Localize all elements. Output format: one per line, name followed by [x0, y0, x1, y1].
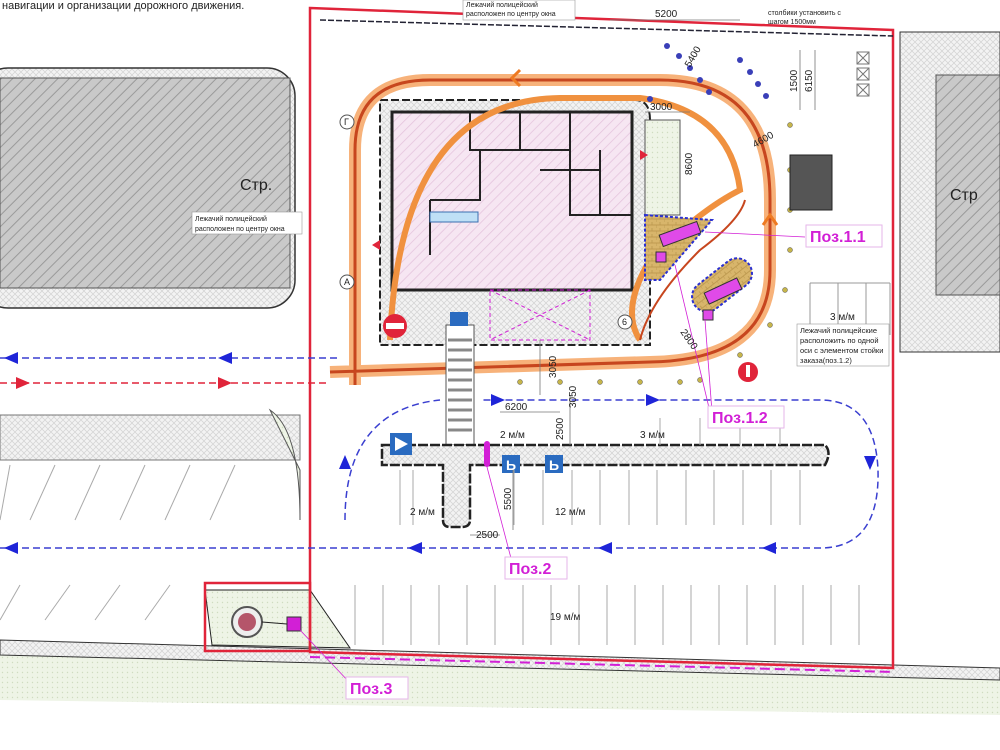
dim-5200: 5200: [655, 9, 678, 20]
parking-count-3-mid: 3 м/м: [640, 430, 665, 441]
axis-a: А: [344, 277, 350, 287]
parking-lines-bottom: [354, 585, 860, 645]
axis-6: 6: [622, 317, 627, 327]
boundary-extension: [203, 581, 312, 653]
svg-text:Поз.3: Поз.3: [350, 681, 392, 698]
svg-text:расположен по центру окна: расположен по центру окна: [466, 11, 556, 18]
pedestrian-crossing: [445, 324, 475, 446]
restaurant-building: [390, 110, 634, 292]
interior-walls: [429, 112, 632, 255]
flow-arrow-icons: [4, 352, 876, 554]
axis-g: Г: [344, 117, 349, 127]
dim-1500: 1500: [789, 69, 800, 92]
right-building-label: Стр: [950, 187, 978, 204]
right-building: [935, 74, 1000, 296]
left-building: [0, 77, 291, 289]
dim-8600: 8600: [684, 152, 695, 175]
entry-arrow-icons: [16, 377, 232, 389]
entrance-sign-icon: [450, 312, 468, 326]
lane-arrow-icon: [509, 68, 522, 88]
svg-text:Лежачий полицейский: Лежачий полицейский: [466, 1, 538, 9]
svg-text:столбики установить с: столбики установить с: [768, 9, 841, 17]
note-police-top: Лежачий полицейский расположен по центру…: [462, 0, 576, 21]
dim-2800: 2800: [678, 327, 700, 352]
disabled-parking-sign-icon: [502, 455, 520, 473]
svg-text:Ь: Ь: [549, 457, 559, 473]
dimension-lines: [470, 19, 816, 536]
parking-3-right: [809, 282, 891, 335]
dim-6200: 6200: [505, 402, 528, 413]
pos2-marker: [484, 441, 490, 467]
svg-text:оси с элементом стойки: оси с элементом стойки: [800, 346, 883, 355]
pos-2-label: Поз.2: [504, 556, 568, 580]
site-boundary: [308, 6, 895, 670]
leader-lines: [299, 231, 806, 684]
parking-count-19: 19 м/м: [550, 612, 581, 623]
svg-text:Лежачий полицейский: Лежачий полицейский: [195, 215, 267, 223]
parking-lines-main: [399, 418, 801, 525]
svg-text:шагом 1500мм: шагом 1500мм: [768, 19, 816, 26]
svg-text:Поз.2: Поз.2: [509, 561, 551, 578]
boundary-offset: [309, 656, 894, 673]
traffic-flow: [0, 357, 879, 549]
note-police-order: Лежачий полицейские расположить по одной…: [796, 323, 890, 367]
svg-text:Ь: Ь: [506, 457, 516, 473]
disabled-parking-sign-icon: [545, 455, 563, 473]
fence-line: [319, 19, 894, 37]
green-strip: [644, 119, 681, 216]
note-police-window: Лежачий полицейский расположен по центру…: [191, 211, 303, 235]
svg-text:расположен по центру окна: расположен по центру окна: [195, 226, 285, 233]
order-post-2: [702, 309, 714, 321]
pos-1-2-label: Поз.1.2: [707, 405, 785, 429]
svg-text:заказа(поз.1.2): заказа(поз.1.2): [800, 356, 852, 365]
pos-1-1-label: Поз.1.1: [805, 224, 883, 248]
sign-island: [204, 589, 351, 649]
header-caption: навигации и организации дорожного движен…: [2, 0, 244, 12]
dim-3050-a: 3050: [548, 355, 559, 378]
parking-count-12: 12 м/м: [555, 507, 586, 518]
waste-containers: [856, 51, 870, 97]
green-corner: [268, 408, 301, 521]
menu-board-1: [658, 220, 702, 248]
svg-text:расположить по одной: расположить по одной: [800, 336, 879, 345]
dim-6150: 6150: [804, 69, 815, 92]
parking-count-2-disabled: 2 м/м: [500, 430, 525, 441]
pos3-marker: [286, 616, 302, 632]
order-post-1: [655, 251, 667, 263]
counter: [429, 211, 479, 223]
parking-count-3-right: 3 м/м: [830, 312, 855, 323]
dim-3050-b: 3050: [568, 385, 579, 408]
dim-2500-a: 2500: [555, 417, 566, 440]
bollards: [647, 43, 769, 102]
left-sidewalk: [0, 414, 301, 461]
pos-3-label: Поз.3: [345, 676, 409, 700]
svg-text:Поз.1.2: Поз.1.2: [712, 410, 768, 427]
left-building-label: Стр.: [240, 177, 272, 194]
dim-2500-b: 2500: [476, 530, 499, 541]
dim-3000: 3000: [650, 102, 673, 113]
menu-board-2: [703, 277, 743, 305]
median-sidewalk: [380, 443, 830, 529]
utility-box: [789, 154, 833, 211]
left-parking-lines: [0, 464, 236, 621]
drive-through-lane-center: [329, 78, 772, 385]
dim-5500: 5500: [503, 487, 514, 510]
note-posts: столбики установить с шагом 1500мм: [765, 0, 865, 26]
parking-count-2-left: 2 м/м: [410, 507, 435, 518]
svg-text:Поз.1.1: Поз.1.1: [810, 229, 866, 246]
terrace-cross: [489, 289, 591, 341]
dim-5400: 5400: [683, 44, 704, 69]
lane-arrow-icon: [761, 212, 779, 226]
svg-text:Лежачий полицейские: Лежачий полицейские: [800, 326, 877, 335]
